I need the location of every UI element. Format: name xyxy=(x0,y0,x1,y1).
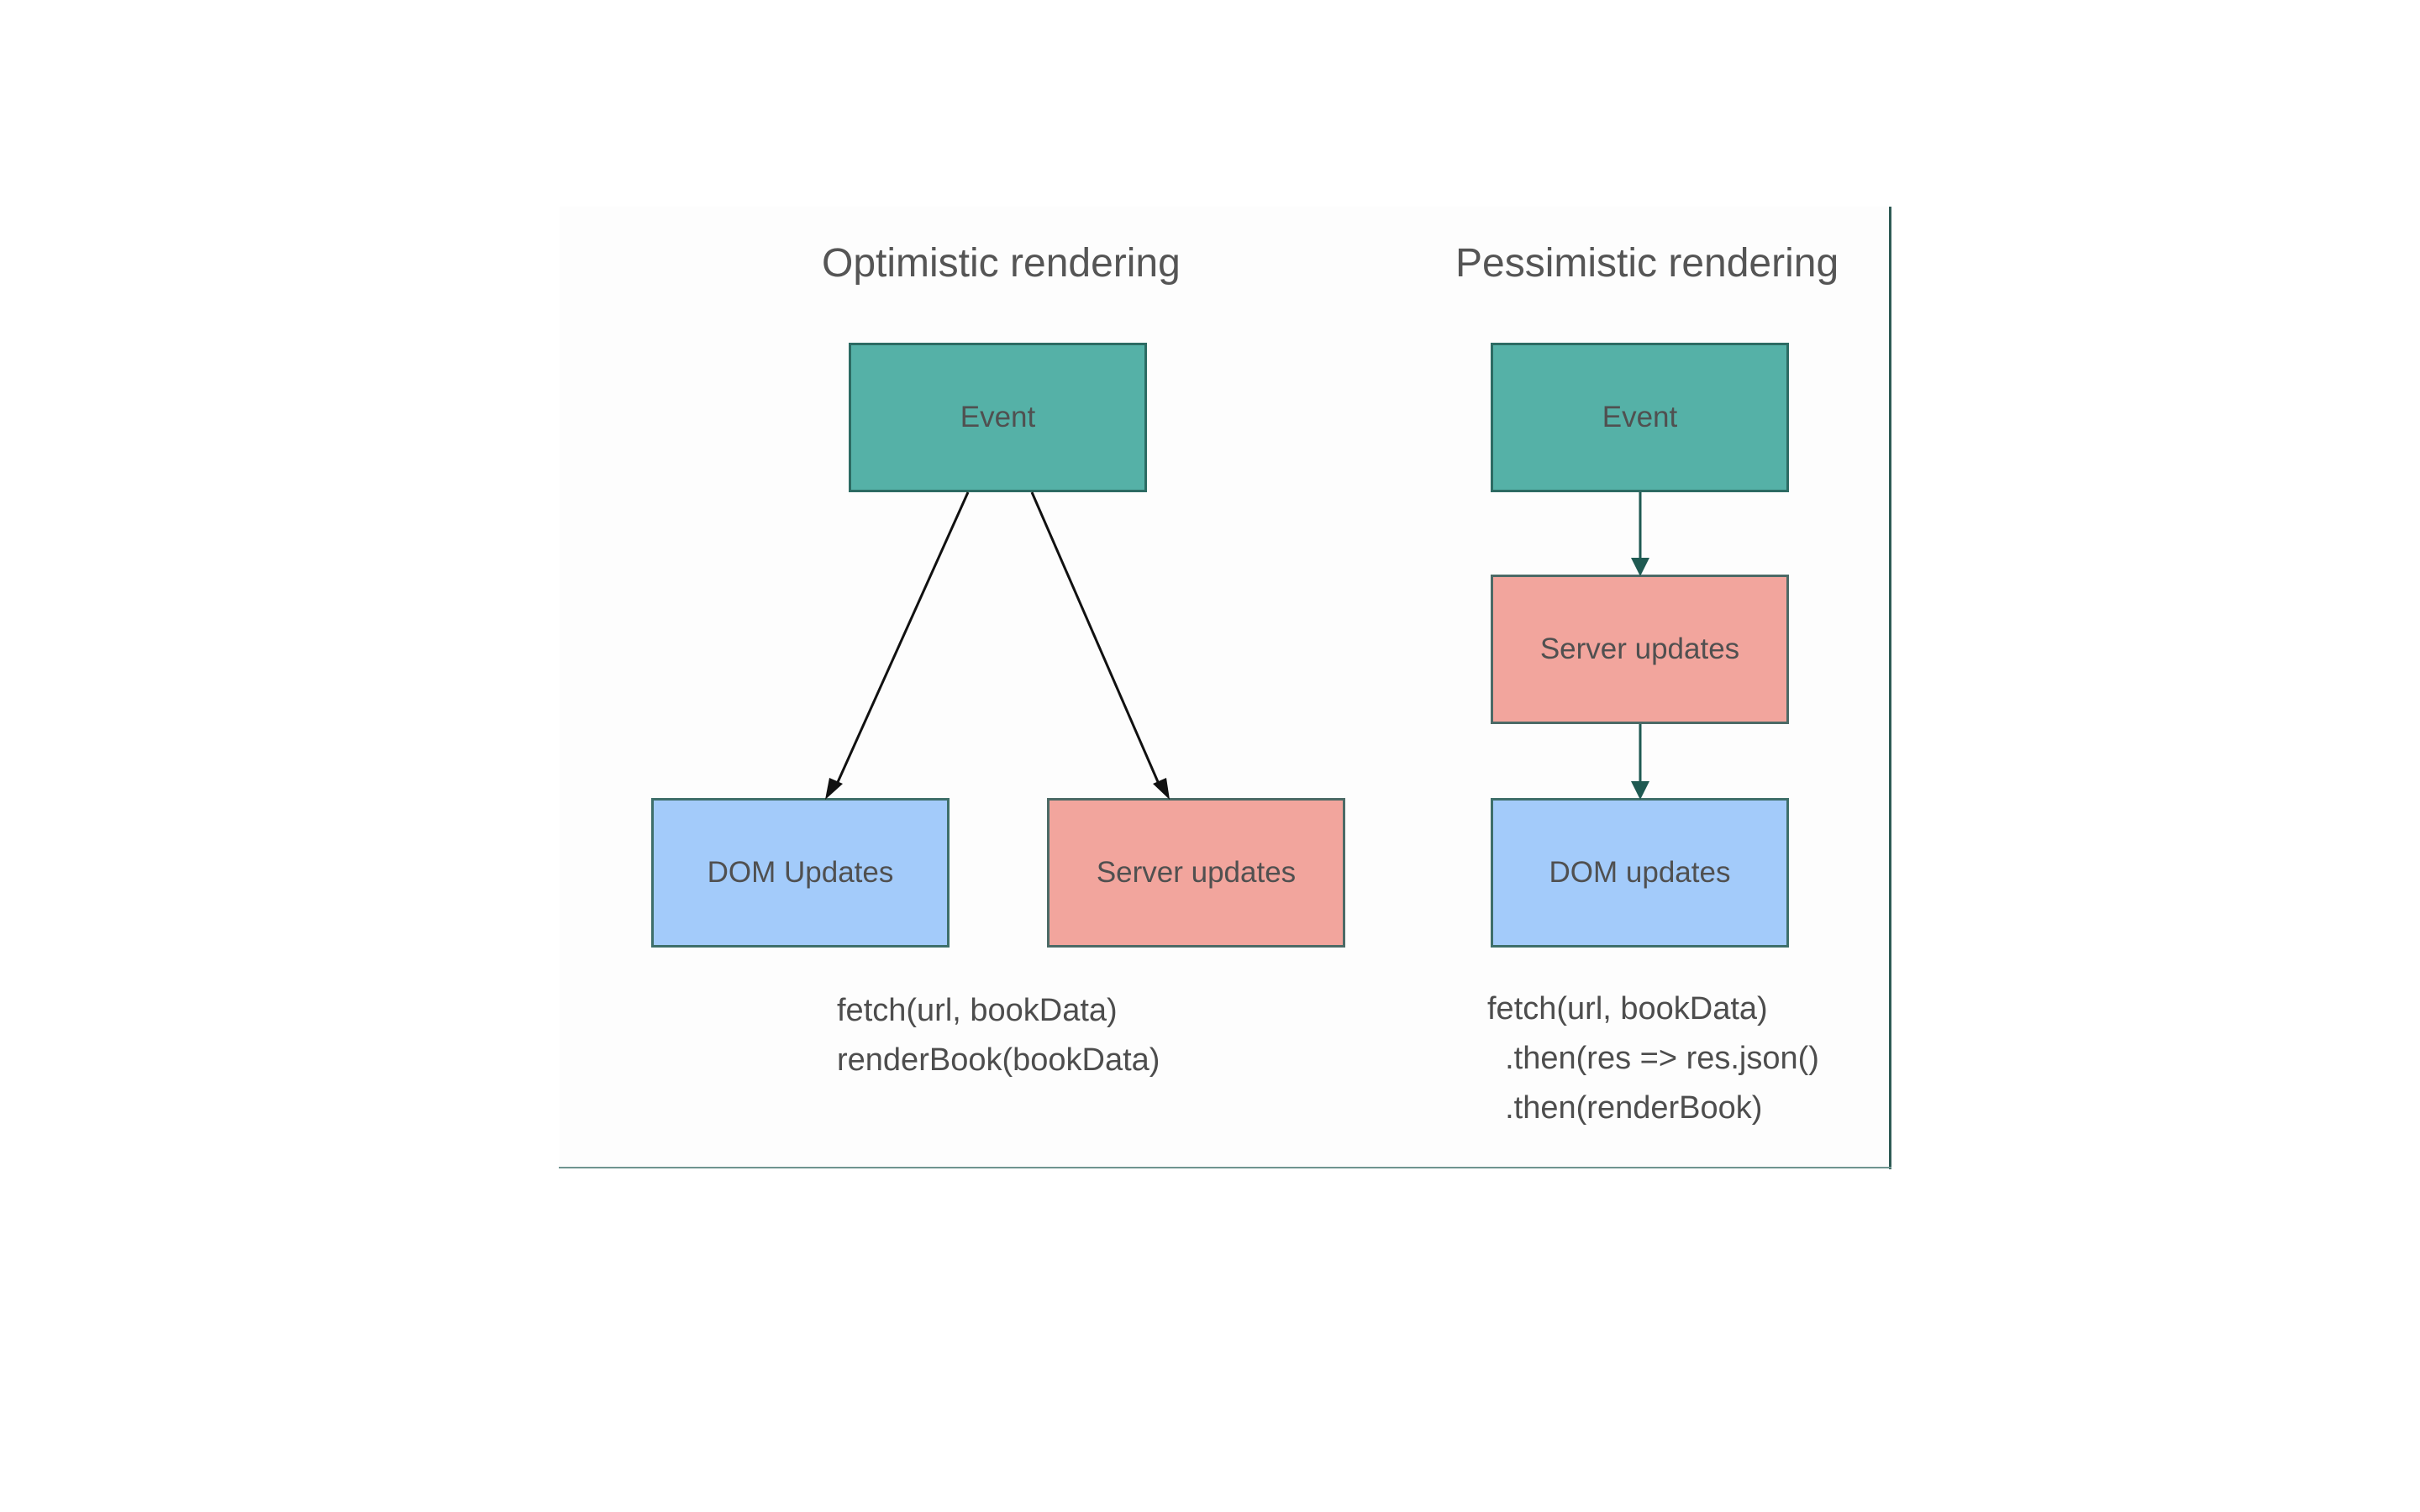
pessimistic-code-line-3: .then(renderBook) xyxy=(1487,1090,1763,1126)
optimistic-arrow-to-server xyxy=(1030,491,1170,800)
pessimistic-code-line-2: .then(res => res.json() xyxy=(1487,1041,1819,1076)
pessimistic-arrow-event-to-server xyxy=(1631,492,1649,576)
pessimistic-arrowhead-dom xyxy=(1631,781,1649,800)
optimistic-title: Optimistic rendering xyxy=(822,241,1181,286)
frame-bottom-border xyxy=(559,1167,1891,1168)
frame-right-border xyxy=(1889,207,1891,1169)
pessimistic-arrowhead-server xyxy=(1631,558,1649,576)
pessimistic-arrow-server-to-dom xyxy=(1631,724,1649,800)
pessimistic-server-updates-box: Server updates xyxy=(1491,575,1789,724)
optimistic-code-snippet: fetch(url, bookData) renderBook(bookData) xyxy=(837,986,1160,1085)
pessimistic-event-box: Event xyxy=(1491,343,1789,492)
pessimistic-title: Pessimistic rendering xyxy=(1455,241,1839,286)
optimistic-event-box: Event xyxy=(849,343,1147,492)
pessimistic-dom-updates-box: DOM updates xyxy=(1491,798,1789,948)
optimistic-code-line-1: fetch(url, bookData) xyxy=(837,993,1118,1028)
pessimistic-code-snippet: fetch(url, bookData) .then(res => res.js… xyxy=(1487,984,1819,1133)
optimistic-arrow-to-dom xyxy=(825,491,970,800)
optimistic-code-line-2: renderBook(bookData) xyxy=(837,1042,1160,1078)
optimistic-dom-updates-box: DOM Updates xyxy=(651,798,950,948)
optimistic-server-updates-box: Server updates xyxy=(1047,798,1345,948)
pessimistic-code-line-1: fetch(url, bookData) xyxy=(1487,991,1768,1026)
optimistic-arrowhead-dom xyxy=(825,778,843,800)
optimistic-arrowhead-server xyxy=(1153,778,1170,800)
